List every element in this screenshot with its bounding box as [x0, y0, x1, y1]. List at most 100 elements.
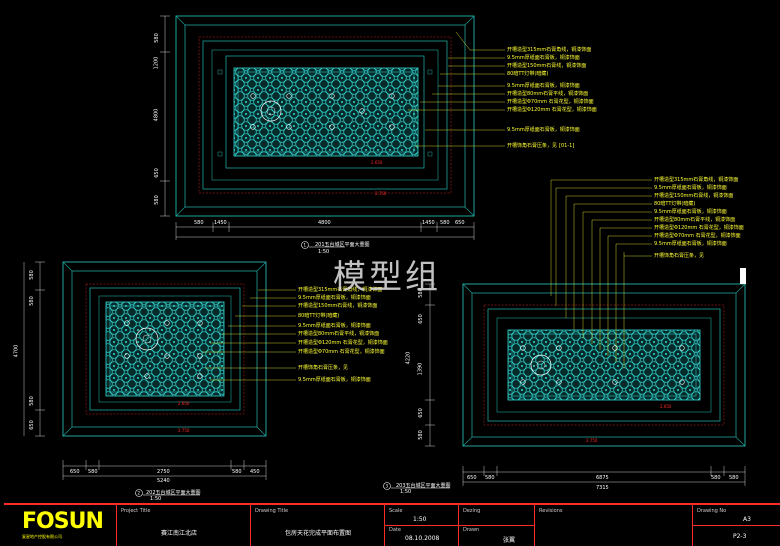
annotation: 开槽造型Φ120mm 石膏花型，铜漆饰面 [654, 225, 744, 231]
drawing-title-label: Drawing Title [255, 508, 289, 514]
annotation: 9.5mm厚纸面石膏板，铜漆饰面 [507, 55, 580, 61]
annotation: 开槽造型80mm石膏平线，铜漆饰面 [654, 217, 736, 223]
drawing-number: P2-3 [733, 533, 747, 540]
annotation: 开槽造型150mm石膏线，铜漆饰面 [298, 303, 378, 309]
leaders-1 [408, 31, 505, 147]
svg-text:2.750: 2.750 [586, 438, 598, 443]
drawing-number-cell: Drawing No A3 P2-3 [692, 505, 780, 546]
svg-text:2.650: 2.650 [178, 401, 190, 406]
svg-text:2.750: 2.750 [375, 191, 387, 196]
annotation: 开槽造型150mm石膏线，铜漆饰面 [507, 63, 587, 69]
dimension-value: 580 [28, 396, 35, 406]
dim-lines-1 [160, 15, 475, 240]
drawn-value: 张翼 [503, 537, 516, 544]
annotation: 开槽造型Φ70mm 石膏花型，铜漆饰面 [654, 233, 741, 239]
annotation: 80暗TT灯带(暗藏) [654, 201, 696, 207]
dimension-value: 4800 [153, 108, 160, 122]
view-2-scale: 1:50 [150, 496, 162, 502]
paper-size: A3 [743, 516, 751, 523]
project-title-cell: Project Title 赛江南江北店 [116, 505, 251, 546]
dimension-value: 580 [153, 33, 160, 43]
leaders-3 [550, 179, 652, 368]
revisions-cell: Revisions [534, 505, 693, 546]
view-marker-1-text: 1 [304, 243, 307, 248]
dim-lines-2 [23, 261, 267, 480]
scale-label: Scale [389, 508, 403, 514]
dimension-value: 580 [194, 220, 204, 226]
annotation: 9.5mm厚纸面石膏板，铜漆饰面 [298, 377, 371, 383]
plan-view-2: 2.650 2.750 [62, 261, 267, 437]
dimension-value: 6875 [596, 475, 609, 481]
dimension-value: 580 [417, 430, 424, 440]
annotation: 开槽饰角石膏压条，见 [507, 143, 558, 149]
view-marker-3-text: 3 [386, 484, 389, 489]
dimension-value: 650 [417, 408, 424, 418]
date-label: Date [389, 527, 401, 533]
scale-date-cell: Scale 1:50 Date 08.10.2008 [384, 505, 459, 546]
dimension-value: 1450 [214, 220, 227, 226]
dimension-total: 7315 [596, 485, 609, 491]
dimension-value: 2750 [157, 469, 170, 475]
dimension-value: 580 [711, 475, 721, 481]
annotation: 开槽造型315mm石膏角线，铜漆饰面 [298, 287, 383, 293]
dimension-value: 650 [28, 420, 35, 430]
drawing-number-label: Drawing No [697, 508, 727, 514]
annotation: 开槽造型315mm石膏角线，铜漆饰面 [654, 177, 739, 183]
annotation: 开槽造型150mm石膏线，铜漆饰面 [654, 193, 734, 199]
dimension-value: 580 [28, 296, 35, 306]
dimension-value: 1390 [417, 362, 424, 376]
view-markers [135, 241, 450, 497]
dimension-value: 1450 [422, 220, 435, 226]
title-block: Project Title 赛江南江北店 Drawing Title 包房天花完… [4, 503, 780, 546]
annotation: 9.5mm厚纸面石膏板，铜漆饰面 [507, 127, 580, 133]
annotation: 80暗TT灯带(暗藏) [507, 71, 549, 77]
watermark: 模型组 [333, 257, 441, 296]
svg-text:2.650: 2.650 [371, 160, 383, 165]
annotation: 开槽造型80mm石膏平线，铜漆饰面 [298, 331, 380, 337]
annotation: 9.5mm厚纸面石膏板，铜漆饰面 [507, 83, 580, 89]
dimension-value: 650 [455, 220, 465, 226]
plan-view-3: 2.650 2.750 [462, 268, 746, 447]
dimension-value: 4800 [318, 220, 331, 226]
dimension-value: 580 [485, 475, 495, 481]
dimension-total: 5240 [157, 478, 170, 484]
annotation: 开槽饰角石膏压条，见 [298, 365, 349, 371]
dimension-value: 650 [70, 469, 80, 475]
annotation: 开槽造型Φ70mm 石膏花型，铜漆饰面 [507, 99, 594, 105]
reference-mark: [01-1] [559, 143, 575, 149]
dimension-value: 580 [440, 220, 450, 226]
annotation: 开槽造型Φ120mm 石膏花型，铜漆饰面 [507, 107, 597, 113]
company-logo: FOSUN [22, 509, 104, 534]
drawn-label: Drawn [463, 527, 480, 533]
annotation: 开槽饰角石膏压条，见 [654, 253, 705, 259]
project-title-label: Project Title [121, 508, 151, 514]
dimension-value: 450 [250, 469, 260, 475]
annotation: 开槽造型315mm石膏角线，铜漆饰面 [507, 47, 592, 53]
view-3-scale: 1:50 [400, 489, 412, 495]
dimension-value: 580 [232, 469, 242, 475]
revisions-label: Revisions [539, 508, 563, 514]
view-marker-2-text: 2 [138, 491, 141, 496]
dimension-value: 4220 [405, 351, 412, 365]
annotation: 9.5mm厚纸面石膏板，铜漆饰面 [654, 241, 727, 247]
designer-label: Dezing [463, 508, 481, 514]
drawing-title-cell: Drawing Title 包房天花完成平面布置图 [250, 505, 385, 546]
svg-text:2.750: 2.750 [178, 428, 190, 433]
svg-text:2.650: 2.650 [660, 404, 672, 409]
drawing-title: 包房天花完成平面布置图 [285, 530, 352, 537]
dimension-value: 1200 [153, 56, 160, 70]
annotation: 9.5mm厚纸面石膏板，铜漆饰面 [298, 323, 371, 329]
dimension-value: 650 [417, 314, 424, 324]
leaders-2 [202, 289, 296, 381]
dimension-value: 580 [153, 195, 160, 205]
annotation: 开槽造型Φ70mm 石膏花型，铜漆饰面 [298, 349, 385, 355]
annotation: 9.5mm厚纸面石膏板，铜漆饰面 [654, 209, 727, 215]
view-1-caption: 201五台城区平面大重图 [315, 242, 370, 248]
dimension-value: 580 [28, 270, 35, 280]
annotation: 开槽造型80mm石膏平线，铜漆饰面 [507, 91, 589, 97]
annotation: 开槽造型Φ120mm 石膏花型，铜漆饰面 [298, 340, 388, 346]
annotation: 80暗TT灯带(暗藏) [298, 313, 340, 319]
date-value: 08.10.2008 [405, 535, 440, 542]
